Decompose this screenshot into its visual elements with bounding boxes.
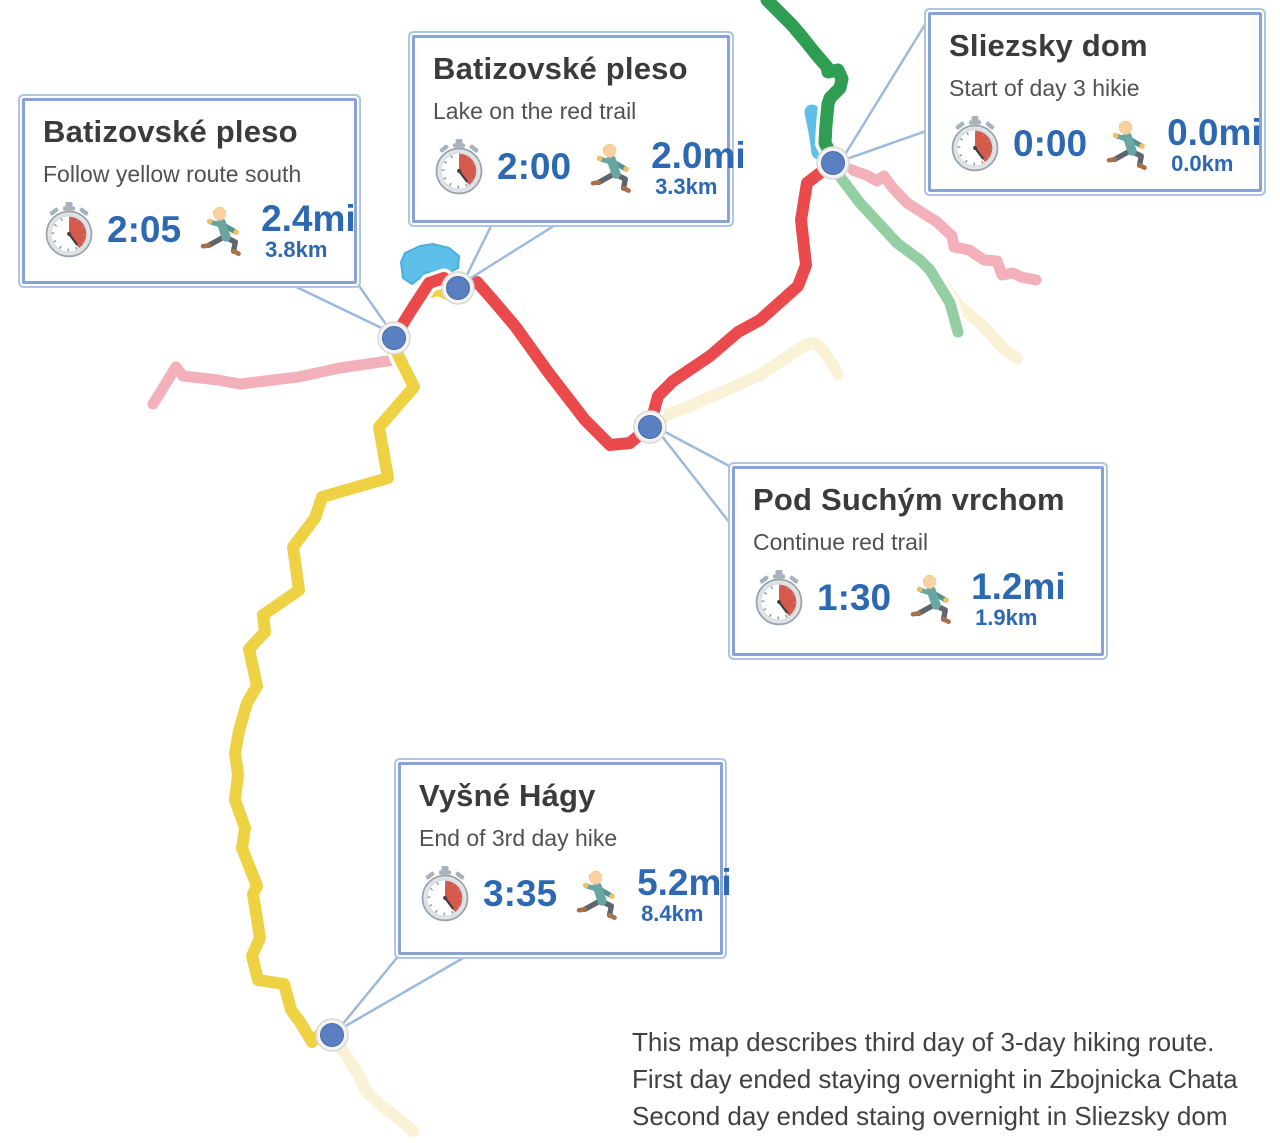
marker-batizovske-pleso[interactable]	[377, 321, 411, 355]
runner-icon	[1103, 118, 1153, 171]
map-description: This map describes third day of 3-day hi…	[632, 1024, 1280, 1135]
pointer-sliezsky-dom	[839, 16, 931, 163]
stopwatch-icon	[949, 116, 1001, 173]
callout-title: Batizovské pleso	[433, 51, 688, 86]
marker-sliezsky-dom-dot	[821, 151, 845, 175]
callout-vysne-hagy: Vyšné Hágy End of 3rd day hike 3:35 5.2m…	[398, 762, 732, 955]
callout-time: 2:00	[497, 146, 572, 188]
callout-stats-row: 1:30 1.2mi 1.9km	[753, 568, 1083, 629]
map-description-line: Second day ended staing overnight in Sli…	[632, 1101, 1228, 1131]
marker-batizovske-lake-dot	[446, 276, 470, 300]
callout-title: Batizovské pleso	[43, 114, 298, 149]
runner-icon	[197, 204, 247, 257]
marker-pod-suchym-vrchom-dot	[638, 415, 662, 439]
callout-subtitle: Start of day 3 hikie	[949, 75, 1140, 102]
map-description-line: This map describes third day of 3-day hi…	[632, 1027, 1215, 1057]
callout-subtitle: Lake on the red trail	[433, 98, 637, 125]
callout-time: 0:00	[1013, 123, 1088, 165]
callout-stats-row: 3:35 5.2mi 8.4km	[419, 864, 732, 925]
callout-distance-miles: 1.2mi	[971, 565, 1066, 607]
callout-distance: 2.4mi 3.8km	[261, 200, 356, 261]
callout-batizovske-pleso-yellow: Batizovské pleso Follow yellow route sou…	[22, 98, 357, 284]
callout-time: 1:30	[817, 577, 892, 619]
callout-distance-km: 3.3km	[655, 173, 718, 199]
callout-batizovske-pleso-lake: Batizovské pleso Lake on the red trail 2…	[412, 35, 746, 223]
yellow-trail	[225, 280, 462, 1052]
callout-distance: 2.0mi 3.3km	[651, 137, 746, 198]
pointer-batizovske-pleso	[286, 281, 394, 335]
marker-sliezsky-dom[interactable]	[816, 146, 850, 180]
callout-distance-km: 8.4km	[641, 900, 704, 926]
light-green-trail-line	[827, 157, 964, 338]
cream-trail-south-line	[326, 1029, 419, 1137]
batizovske-lake	[400, 243, 460, 285]
callout-title: Pod Suchým vrchom	[753, 482, 1065, 517]
callout-sliezsky-dom: Sliezsky dom Start of day 3 hikie 0:00 0…	[928, 12, 1262, 192]
cream-trail-middle-line	[644, 337, 844, 434]
marker-batizovske-lake[interactable]	[441, 271, 475, 305]
callout-distance-miles: 0.0mi	[1167, 111, 1262, 153]
light-green-trail	[824, 154, 967, 341]
callout-subtitle: Continue red trail	[753, 529, 929, 556]
callout-subtitle: Follow yellow route south	[43, 161, 302, 188]
callout-stats-row: 2:05 2.4mi 3.8km	[43, 200, 356, 261]
callout-title: Sliezsky dom	[949, 28, 1148, 63]
runner-icon	[907, 572, 957, 625]
callout-distance: 1.2mi 1.9km	[971, 568, 1066, 629]
pointer-batizovske-lake	[461, 220, 562, 285]
callout-subtitle: End of 3rd day hike	[419, 825, 618, 852]
runner-icon	[587, 141, 637, 194]
pink-trail-west-line	[147, 354, 400, 410]
callout-distance-km: 1.9km	[975, 604, 1038, 630]
callout-title: Vyšné Hágy	[419, 778, 596, 813]
stopwatch-icon	[43, 202, 95, 259]
stopwatch-icon	[433, 139, 485, 196]
marker-vysne-hagy-dot	[320, 1023, 344, 1047]
callout-distance-miles: 5.2mi	[637, 861, 732, 903]
pointer-pod-suchym-vrchom	[652, 424, 735, 529]
marker-pod-suchym-vrchom[interactable]	[633, 410, 667, 444]
callout-pod-suchym-vrchom: Pod Suchým vrchom Continue red trail 1:3…	[732, 466, 1104, 656]
callout-distance-miles: 2.0mi	[651, 134, 746, 176]
callout-distance: 0.0mi 0.0km	[1167, 114, 1262, 175]
stopwatch-icon	[419, 866, 471, 923]
callout-distance-km: 0.0km	[1171, 150, 1234, 176]
callout-time: 3:35	[483, 873, 558, 915]
green-trail-line	[760, 0, 849, 170]
pointer-vysne-hagy	[335, 952, 472, 1033]
callout-stats-row: 0:00 0.0mi 0.0km	[949, 114, 1262, 175]
callout-distance: 5.2mi 8.4km	[637, 864, 732, 925]
cream-trail-south	[322, 1025, 423, 1141]
marker-batizovske-pleso-dot	[382, 326, 406, 350]
map-description-line: First day ended staying overnight in Zbo…	[632, 1064, 1238, 1094]
callout-distance-km: 3.8km	[265, 236, 328, 262]
stopwatch-icon	[753, 570, 805, 627]
yellow-trail-line	[229, 284, 458, 1048]
runner-icon	[573, 868, 623, 921]
callout-time: 2:05	[107, 209, 182, 251]
pink-trail-west	[144, 351, 403, 413]
cream-trail-middle	[640, 333, 848, 438]
pink-trail-east-line	[827, 157, 1042, 286]
callout-distance-miles: 2.4mi	[261, 197, 356, 239]
green-trail	[757, 0, 852, 173]
callout-stats-row: 2:00 2.0mi 3.3km	[433, 137, 746, 198]
marker-vysne-hagy[interactable]	[315, 1018, 349, 1052]
pink-trail-east	[824, 154, 1045, 289]
